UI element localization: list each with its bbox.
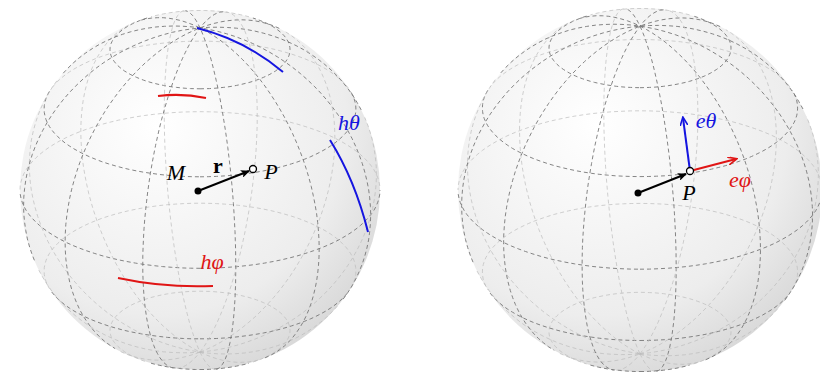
grid-line — [110, 18, 290, 89]
math-label: r — [213, 155, 223, 177]
center-point — [635, 190, 642, 197]
position-vector — [198, 171, 249, 191]
point-p — [250, 166, 257, 173]
grid-line — [590, 9, 689, 15]
grid-line — [140, 18, 319, 358]
math-label: M — [167, 162, 185, 184]
grid-line — [590, 365, 689, 371]
math-label: eφ — [729, 169, 751, 191]
grid-line — [44, 91, 356, 176]
grid-line — [458, 111, 820, 190]
grid-line — [560, 30, 777, 362]
grid-line — [477, 117, 818, 355]
grid-line — [39, 117, 377, 352]
grid-line — [580, 16, 761, 360]
grid-line — [490, 40, 790, 87]
grid-line — [121, 31, 335, 360]
grid-line — [62, 26, 371, 299]
grid-line — [24, 27, 362, 262]
math-label: eθ — [696, 110, 717, 132]
grid-line — [582, 10, 663, 370]
grid-line — [52, 41, 349, 88]
h-theta-arc — [330, 140, 368, 232]
grid-line — [504, 18, 721, 350]
grid-line — [490, 293, 790, 340]
center-point — [195, 188, 202, 195]
grid-line — [44, 203, 356, 288]
h-theta-arc — [197, 28, 283, 72]
sphere — [458, 8, 820, 372]
grid-line — [186, 11, 236, 370]
grid-line — [625, 9, 676, 372]
grid-line — [177, 12, 258, 368]
grid-line — [65, 20, 279, 349]
grid-line — [617, 10, 698, 370]
grid-line — [52, 292, 349, 339]
grid-line — [500, 24, 812, 300]
grid-line — [482, 90, 797, 176]
h-phi-arc — [118, 278, 213, 286]
grid-line — [143, 12, 224, 368]
math-label: P — [682, 182, 695, 204]
math-label: hθ — [338, 112, 360, 134]
e-theta-vector — [683, 118, 690, 171]
grid-line — [458, 190, 820, 269]
math-label: hφ — [200, 251, 223, 273]
grid-line — [29, 81, 338, 354]
position-vector — [638, 174, 686, 193]
sphere — [20, 10, 380, 370]
grid-line — [462, 25, 803, 263]
grid-line — [20, 190, 380, 268]
h-phi-arc — [158, 95, 206, 98]
grid-line — [482, 203, 797, 289]
point-p — [687, 168, 694, 175]
sphere-grid — [20, 11, 380, 370]
grid-line — [81, 22, 260, 362]
grid-line — [467, 80, 779, 356]
math-label: P — [264, 161, 277, 183]
sphere-grid — [458, 9, 820, 372]
grid-line — [110, 291, 290, 362]
grid-line — [520, 20, 701, 364]
grid-line — [164, 11, 214, 370]
grid-line — [20, 112, 380, 190]
